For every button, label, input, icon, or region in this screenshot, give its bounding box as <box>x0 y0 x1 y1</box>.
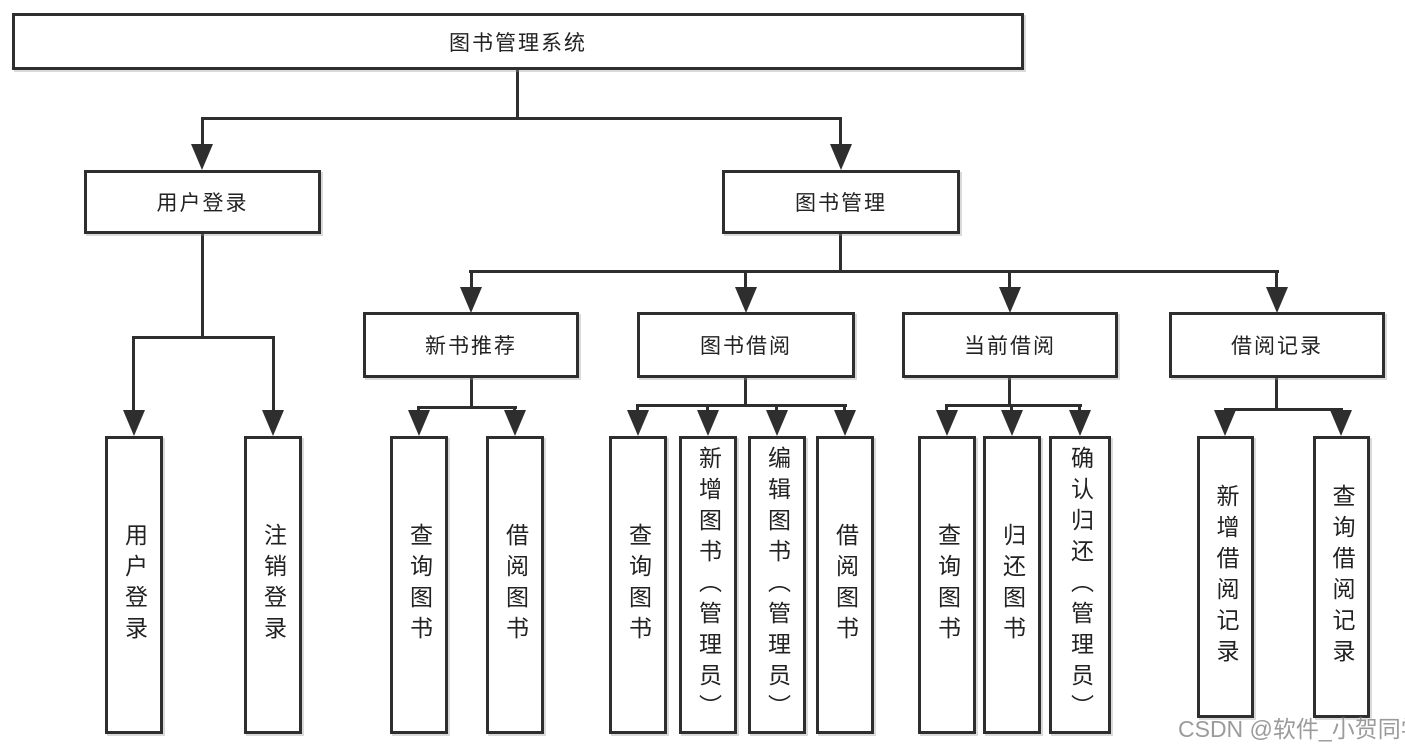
connector-current-borrow-stem <box>1008 378 1011 406</box>
connector-drop-cb-query <box>945 404 948 412</box>
connector-drop-logout-leaf <box>272 336 275 412</box>
arrow-down-login-leaf <box>123 410 145 436</box>
connector-drop-user-login <box>201 117 204 146</box>
node-user-login: 用户登录 <box>84 170 321 234</box>
arrow-down-logout-leaf <box>262 410 284 436</box>
connector-drop-new-book <box>470 270 473 289</box>
node-leaf-borrow-book: 借阅图书 <box>816 436 874 734</box>
node-book-borrow: 图书借阅 <box>637 312 855 378</box>
node-leaf-add-book-admin: 新增图书（管理员） <box>679 436 737 734</box>
connector-new-book-bar <box>417 406 517 409</box>
node-book-management: 图书管理 <box>722 170 960 234</box>
connector-user-login-stem <box>201 234 204 336</box>
connector-book-borrow-stem <box>744 378 747 406</box>
arrow-down-bb-borrow <box>834 410 856 436</box>
node-leaf-borrow-book: 借阅图书 <box>486 436 544 734</box>
connector-drop-bb-query <box>636 404 639 412</box>
connector-drop-bb-add <box>706 404 709 412</box>
node-leaf-query-borrow-record: 查询借阅记录 <box>1313 436 1370 718</box>
connector-drop-borrow-records <box>1275 270 1278 289</box>
arrow-down-cb-query <box>936 410 958 436</box>
node-leaf-logout: 注销登录 <box>244 436 302 734</box>
connector-drop-book-borrow <box>744 270 747 289</box>
connector-drop-bb-edit <box>775 404 778 412</box>
connector-drop-cb-return <box>1010 404 1013 412</box>
connector-borrow-records-bar <box>1224 408 1343 411</box>
node-leaf-return-book: 归还图书 <box>983 436 1041 734</box>
node-leaf-query-book: 查询图书 <box>918 436 976 734</box>
arrow-down-nb-borrow <box>504 410 526 436</box>
connector-borrow-records-stem <box>1275 378 1278 410</box>
connector-drop-nb-borrow <box>513 406 516 412</box>
connector-drop-book-management <box>839 117 842 146</box>
arrow-down-nb-query <box>408 410 430 436</box>
connector-current-borrow-bar <box>945 404 1082 407</box>
arrow-down-borrow-records <box>1266 287 1288 313</box>
arrow-down-bb-edit <box>766 410 788 436</box>
connector-level3-bar <box>469 270 1279 273</box>
csdn-watermark: CSDN @软件_小贺同学 <box>1178 716 1405 742</box>
connector-book-borrow-bar <box>636 404 847 407</box>
node-new-book-recommend: 新书推荐 <box>363 312 579 378</box>
arrow-down-br-add <box>1214 410 1236 436</box>
node-leaf-add-borrow-record: 新增借阅记录 <box>1197 436 1254 718</box>
arrow-down-new-book <box>460 287 482 313</box>
arrow-down-book-borrow <box>735 287 757 313</box>
connector-user-login-bar <box>132 336 275 339</box>
arrow-down-bb-query <box>627 410 649 436</box>
connector-drop-current-borrow <box>1008 270 1011 289</box>
connector-new-book-stem <box>470 378 473 408</box>
node-leaf-user-login: 用户登录 <box>105 436 163 734</box>
arrow-down-current-borrow <box>999 287 1021 313</box>
node-library-system: 图书管理系统 <box>12 13 1024 70</box>
arrow-down-bb-add <box>697 410 719 436</box>
node-leaf-query-book: 查询图书 <box>390 436 448 734</box>
connector-drop-nb-query <box>417 406 420 412</box>
node-current-borrow: 当前借阅 <box>902 312 1118 378</box>
connector-drop-cb-confirm <box>1078 404 1081 412</box>
connector-level1-bar <box>201 117 841 120</box>
arrow-down-cb-return <box>1001 410 1023 436</box>
node-leaf-query-book: 查询图书 <box>609 436 667 734</box>
arrow-down-br-query <box>1330 410 1352 436</box>
connector-root-stem <box>516 70 519 118</box>
arrow-down-user-login <box>191 144 213 170</box>
connector-book-management-stem <box>839 234 842 272</box>
node-leaf-confirm-return-admin: 确认归还（管理员） <box>1049 436 1111 734</box>
arrow-down-book-management <box>830 144 852 170</box>
node-leaf-edit-book-admin: 编辑图书（管理员） <box>748 436 806 734</box>
node-borrow-records: 借阅记录 <box>1169 312 1385 378</box>
connector-drop-login-leaf <box>132 336 135 412</box>
arrow-down-cb-confirm <box>1069 410 1091 436</box>
connector-drop-bb-borrow <box>843 404 846 412</box>
